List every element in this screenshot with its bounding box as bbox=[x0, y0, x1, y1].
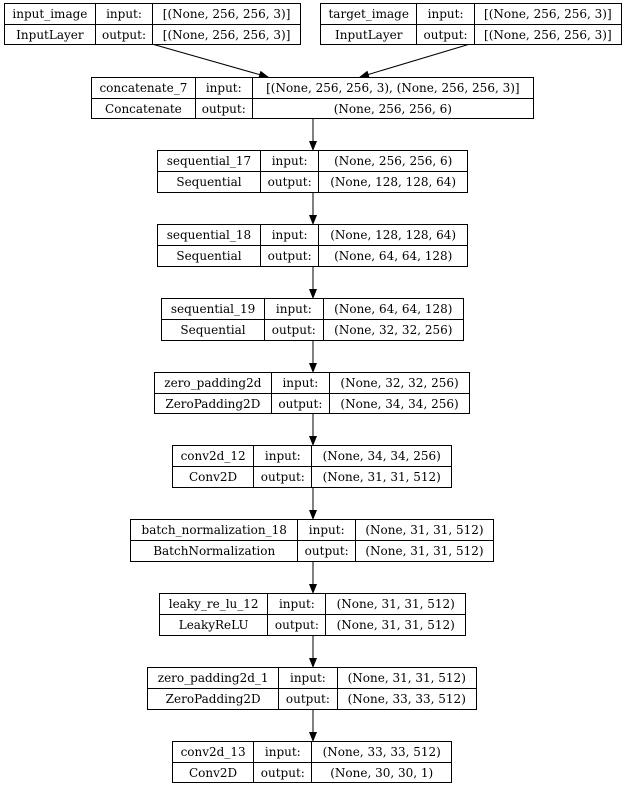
layer-node-zero-padding2d-1: zero_padding2d_1 input: (None, 31, 31, 5… bbox=[147, 667, 477, 710]
layer-type: InputLayer bbox=[5, 24, 96, 45]
output-shape: (None, 256, 256, 6) bbox=[251, 98, 533, 119]
output-shape: (None, 128, 128, 64) bbox=[318, 171, 467, 192]
input-shape: (None, 31, 31, 512) bbox=[325, 594, 465, 615]
output-shape: (None, 64, 64, 128) bbox=[318, 245, 467, 266]
output-shape: (None, 31, 31, 512) bbox=[311, 466, 451, 487]
layer-node-conv2d-13: conv2d_13 input: (None, 33, 33, 512) Con… bbox=[172, 741, 452, 783]
layer-type: BatchNormalization bbox=[131, 540, 299, 561]
output-label: output: bbox=[94, 24, 154, 45]
output-label: output: bbox=[253, 762, 313, 783]
layer-name: sequential_17 bbox=[158, 151, 261, 172]
output-shape: (None, 31, 31, 512) bbox=[354, 540, 493, 561]
output-label: output: bbox=[297, 540, 356, 561]
output-label: output: bbox=[259, 171, 320, 192]
output-shape: (None, 30, 30, 1) bbox=[311, 762, 451, 783]
output-shape: [(None, 256, 256, 3)] bbox=[152, 24, 300, 45]
input-shape: (None, 31, 31, 512) bbox=[336, 668, 476, 689]
layer-type: Conv2D bbox=[173, 762, 255, 783]
input-shape: (None, 32, 32, 256) bbox=[329, 373, 469, 394]
edge-target-image-to-concatenate bbox=[359, 43, 471, 79]
layer-name: batch_normalization_18 bbox=[131, 520, 299, 541]
layer-node-input-image: input_image input: [(None, 256, 256, 3)]… bbox=[4, 3, 301, 45]
output-label: output: bbox=[264, 319, 324, 340]
layer-name: conv2d_13 bbox=[173, 742, 255, 763]
layer-type: ZeroPadding2D bbox=[155, 393, 272, 414]
layer-type: Conv2D bbox=[173, 466, 255, 487]
layer-type: ZeroPadding2D bbox=[148, 688, 280, 709]
input-label: input: bbox=[416, 4, 475, 25]
output-shape: (None, 32, 32, 256) bbox=[322, 319, 463, 340]
input-label: input: bbox=[253, 742, 313, 763]
layer-type: LeakyReLU bbox=[160, 614, 269, 635]
layer-node-zero-padding2d: zero_padding2d input: (None, 32, 32, 256… bbox=[154, 372, 470, 414]
layer-node-sequential-19: sequential_19 input: (None, 64, 64, 128)… bbox=[161, 298, 464, 341]
input-label: input: bbox=[264, 299, 324, 320]
output-label: output: bbox=[278, 688, 338, 709]
input-label: input: bbox=[267, 594, 327, 615]
layer-node-target-image: target_image input: [(None, 256, 256, 3)… bbox=[320, 3, 622, 45]
input-label: input: bbox=[253, 446, 313, 467]
layer-node-conv2d-12: conv2d_12 input: (None, 34, 34, 256) Con… bbox=[172, 445, 452, 488]
layer-node-batch-normalization-18: batch_normalization_18 input: (None, 31,… bbox=[130, 519, 494, 562]
output-shape: (None, 31, 31, 512) bbox=[325, 614, 465, 635]
input-label: input: bbox=[278, 668, 338, 689]
input-label: input: bbox=[259, 225, 320, 246]
output-label: output: bbox=[253, 466, 313, 487]
layer-node-sequential-18: sequential_18 input: (None, 128, 128, 64… bbox=[157, 224, 468, 267]
layer-name: concatenate_7 bbox=[92, 78, 196, 99]
layer-node-concatenate-7: concatenate_7 input: [(None, 256, 256, 3… bbox=[91, 77, 534, 119]
layer-type: Sequential bbox=[158, 171, 261, 192]
layer-type: Sequential bbox=[162, 319, 266, 340]
output-label: output: bbox=[194, 98, 253, 119]
input-shape: (None, 34, 34, 256) bbox=[311, 446, 451, 467]
layer-name: zero_padding2d_1 bbox=[148, 668, 280, 689]
output-shape: [(None, 256, 256, 3)] bbox=[473, 24, 621, 45]
output-shape: (None, 34, 34, 256) bbox=[329, 393, 469, 414]
layer-name: zero_padding2d bbox=[155, 373, 272, 394]
input-label: input: bbox=[270, 373, 331, 394]
output-label: output: bbox=[270, 393, 331, 414]
input-label: input: bbox=[297, 520, 356, 541]
input-shape: [(None, 256, 256, 3)] bbox=[152, 4, 300, 25]
layer-name: sequential_18 bbox=[158, 225, 261, 246]
output-label: output: bbox=[416, 24, 475, 45]
output-shape: (None, 33, 33, 512) bbox=[336, 688, 476, 709]
input-shape: (None, 64, 64, 128) bbox=[322, 299, 463, 320]
input-label: input: bbox=[94, 4, 154, 25]
output-label: output: bbox=[259, 245, 320, 266]
layer-node-sequential-17: sequential_17 input: (None, 256, 256, 6)… bbox=[157, 150, 468, 193]
input-shape: (None, 128, 128, 64) bbox=[318, 225, 467, 246]
input-shape: (None, 33, 33, 512) bbox=[311, 742, 451, 763]
layer-name: target_image bbox=[321, 4, 418, 25]
layer-type: Sequential bbox=[158, 245, 261, 266]
layer-name: sequential_19 bbox=[162, 299, 266, 320]
layer-node-leaky-re-lu-12: leaky_re_lu_12 input: (None, 31, 31, 512… bbox=[159, 593, 466, 636]
layer-name: leaky_re_lu_12 bbox=[160, 594, 269, 615]
edge-input-image-to-concatenate bbox=[151, 43, 269, 79]
input-label: input: bbox=[259, 151, 320, 172]
layer-type: Concatenate bbox=[92, 98, 196, 119]
input-shape: [(None, 256, 256, 3), (None, 256, 256, 3… bbox=[251, 78, 533, 99]
input-label: input: bbox=[194, 78, 253, 99]
layer-name: conv2d_12 bbox=[173, 446, 255, 467]
output-label: output: bbox=[267, 614, 327, 635]
input-shape: (None, 256, 256, 6) bbox=[318, 151, 467, 172]
input-shape: [(None, 256, 256, 3)] bbox=[473, 4, 621, 25]
layer-name: input_image bbox=[5, 4, 96, 25]
input-shape: (None, 31, 31, 512) bbox=[354, 520, 493, 541]
layer-type: InputLayer bbox=[321, 24, 418, 45]
